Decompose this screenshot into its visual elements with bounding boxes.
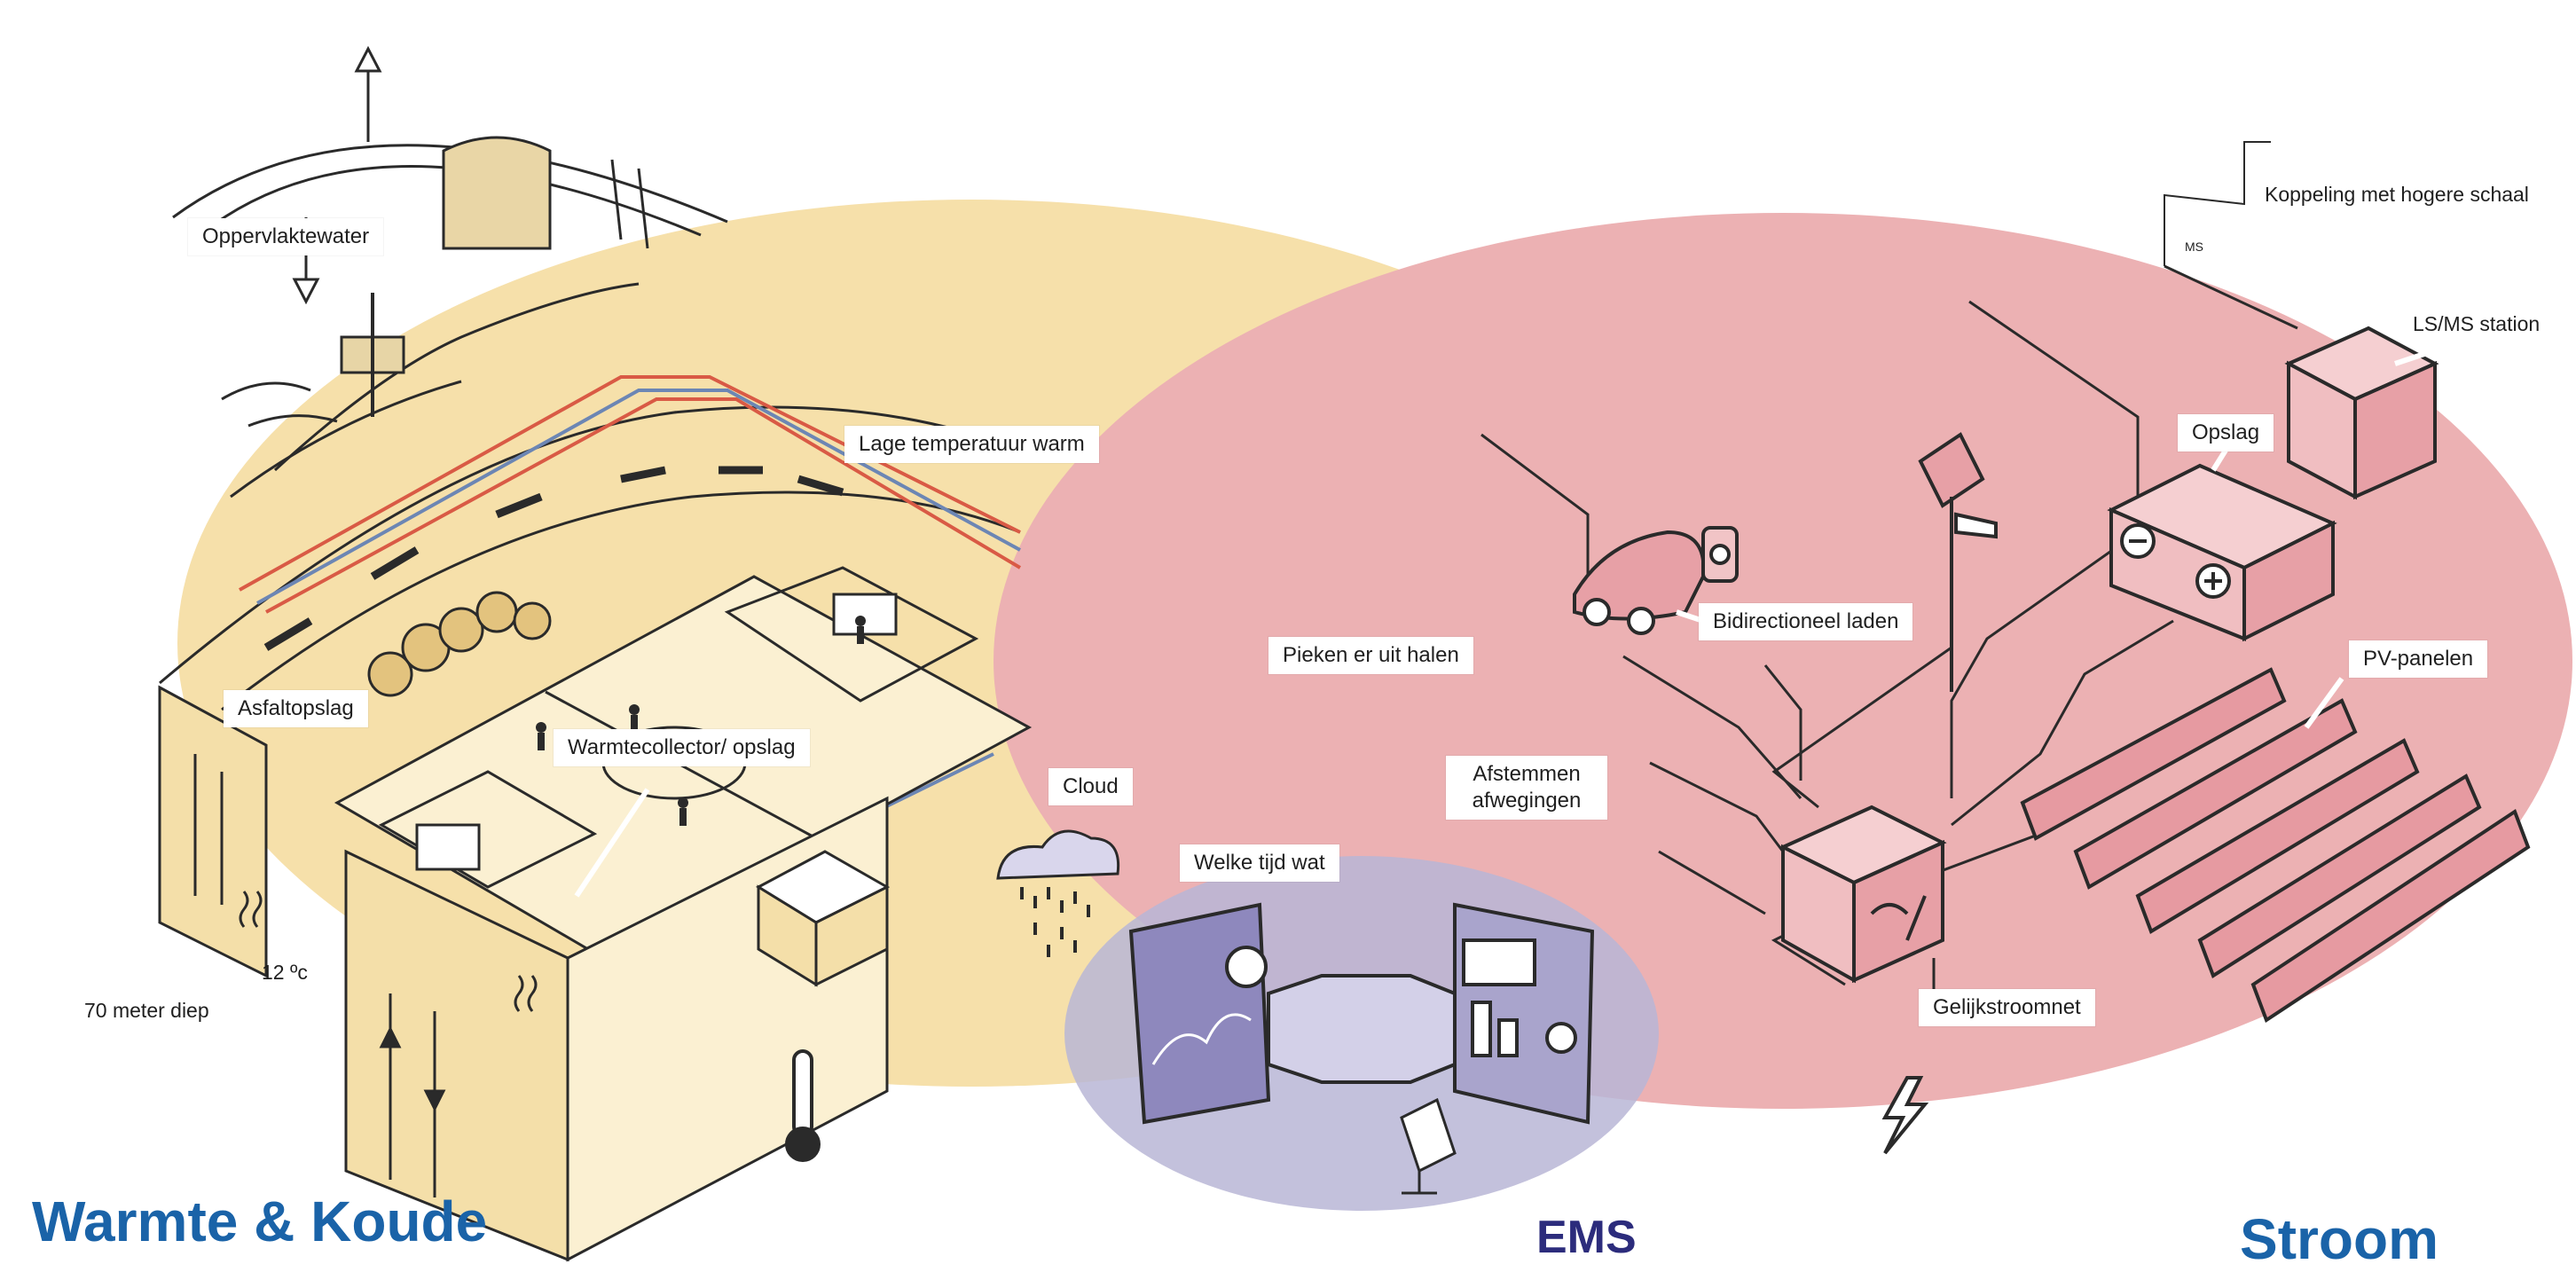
- label-asfaltopslag: Asfaltopslag: [224, 690, 368, 727]
- label-afstemmen: Afstemmen afwegingen: [1446, 756, 1607, 820]
- solar-street-lamp: [1918, 432, 1998, 692]
- operator-chair: [1400, 1097, 1457, 1195]
- thermometer-icon: [785, 1049, 821, 1162]
- storage-hut: [755, 850, 891, 987]
- water-arrows: [292, 45, 382, 305]
- players: [536, 616, 866, 826]
- label-cloud: Cloud: [1048, 768, 1133, 805]
- label-opslag: Opslag: [2178, 414, 2274, 451]
- label-leaders: [574, 343, 2449, 898]
- label-gelijkstroomnet: Gelijkstroomnet: [1919, 989, 2095, 1026]
- label-diepte-70: 70 meter diep: [84, 999, 209, 1022]
- ls-ms-station: [2284, 326, 2439, 500]
- cloud-icon: [996, 829, 1120, 880]
- label-welke-tijd-wat: Welke tijd wat: [1180, 844, 1339, 882]
- label-warmtecollector: Warmtecollector/ opslag: [554, 729, 810, 766]
- data-rain: [1020, 887, 1090, 957]
- surface-water-mound: [172, 136, 728, 499]
- battery-storage: [2107, 463, 2337, 642]
- label-koppeling: Koppeling met hogere schaal: [2265, 183, 2529, 206]
- shrubs: [367, 591, 552, 697]
- heat-waves: [239, 891, 538, 1012]
- electric-car: [1573, 526, 1739, 635]
- dc-converter: [1779, 805, 1947, 984]
- label-ls-ms-station: LS/MS station: [2413, 312, 2541, 335]
- pv-panels: [2020, 667, 2531, 1024]
- road: [159, 405, 1048, 711]
- label-pv-panelen: PV-panelen: [2349, 640, 2488, 678]
- label-ms-marker: MS: [2185, 239, 2203, 254]
- label-temp-12: 12 ºc: [262, 961, 308, 984]
- title-ems: EMS: [1536, 1212, 1637, 1263]
- label-oppervlaktewater: Oppervlaktewater: [188, 218, 384, 255]
- label-lage-temperatuur: Lage temperatuur warm: [844, 426, 1099, 463]
- label-pieken: Pieken er uit halen: [1268, 637, 1473, 674]
- title-stroom: Stroom: [2240, 1207, 2439, 1271]
- control-room: [1128, 902, 1595, 1125]
- lightning-icon: [1881, 1076, 1929, 1155]
- title-warmte-koude: Warmte & Koude: [32, 1190, 488, 1253]
- label-bidirectioneel: Bidirectioneel laden: [1699, 603, 1913, 640]
